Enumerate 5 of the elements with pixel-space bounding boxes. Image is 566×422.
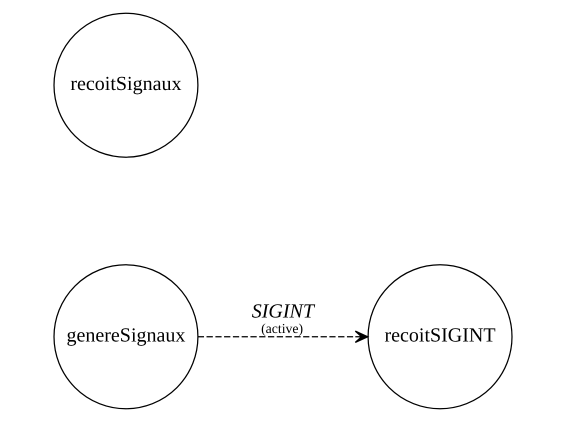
node-circle: recoitSignaux (53, 12, 199, 158)
edge-label: SIGINT (active) (252, 300, 314, 336)
arrow (198, 330, 368, 344)
node-circle: recoitSIGINT (367, 264, 513, 410)
node-circle: genereSignaux (53, 264, 199, 410)
